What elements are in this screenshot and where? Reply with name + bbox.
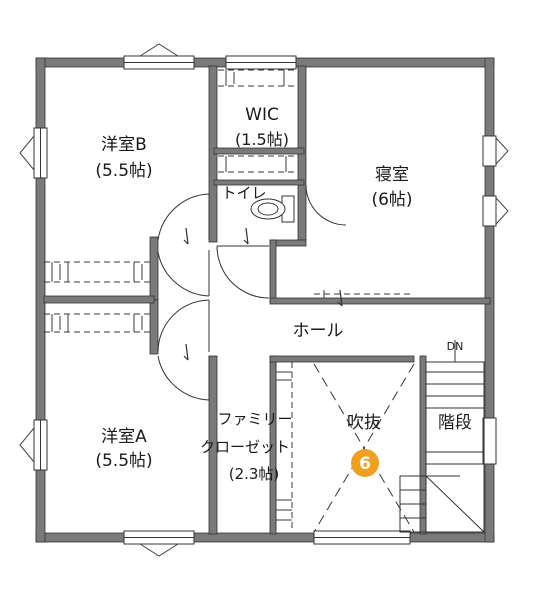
void-area	[313, 363, 415, 533]
wic-name: WIC	[245, 105, 279, 125]
western-b-size: (5.5帖)	[95, 161, 152, 181]
bedroom-size: (6帖)	[371, 190, 412, 210]
family-closet-line1: ファミリー	[217, 410, 292, 428]
stairs-name: 階段	[438, 413, 472, 433]
toilet-name: トイレ	[221, 184, 266, 202]
closet-western-b	[44, 261, 150, 283]
closet-western-a	[44, 313, 150, 333]
stairs-direction: DN	[447, 340, 464, 353]
toilet-fixture	[250, 195, 295, 223]
family-closet-line2: クローゼット	[200, 438, 290, 456]
windows	[33, 55, 497, 545]
bedroom-name: 寝室	[375, 164, 409, 185]
closet-bedroom-side	[314, 290, 414, 298]
closet-family-shelves	[275, 362, 293, 530]
doors	[157, 184, 347, 401]
western-b-name: 洋室B	[101, 135, 147, 155]
door-handles	[183, 227, 343, 361]
stairs	[425, 340, 485, 533]
marker-badge: 6	[351, 449, 379, 477]
window-marks	[19, 43, 509, 557]
void-name: 吹抜	[347, 413, 381, 433]
wic-size: (1.5帖)	[235, 130, 289, 149]
western-a-name: 洋室A	[101, 427, 147, 447]
family-closet-size: (2.3帖)	[229, 465, 280, 483]
interior-walls	[43, 65, 491, 535]
closet-wic-shelves	[218, 69, 298, 173]
western-a-size: (5.5帖)	[95, 451, 152, 471]
hall-name: ホール	[293, 321, 344, 341]
marker-number: 6	[359, 454, 371, 474]
stair-landing	[399, 475, 427, 533]
